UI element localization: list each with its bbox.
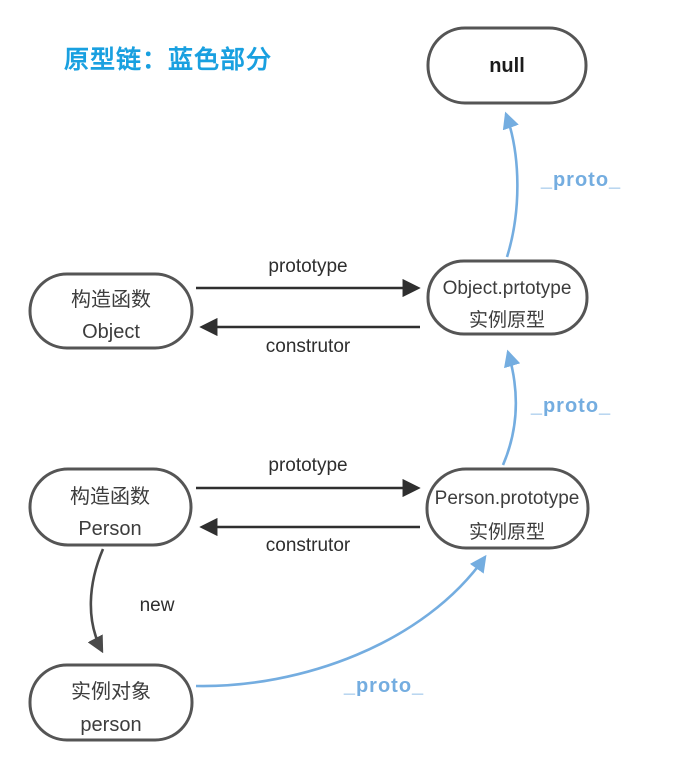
edge-proto-to-person-prototype-arrow [195, 554, 487, 688]
node-null-shape [426, 26, 588, 105]
edge-prototype-object-label: prototype [268, 256, 347, 277]
node-instance-person-line2: person [80, 714, 141, 736]
node-constructor-person-shape [28, 467, 193, 547]
node-person-prototype-line2: 实例原型 [469, 521, 545, 543]
edge-proto-to-object-prototype-arrow [501, 349, 521, 466]
node-constructor-object-shape [28, 272, 194, 350]
node-instance-person: 实例对象 person [28, 663, 194, 742]
node-person-prototype-shape [425, 467, 590, 550]
node-constructor-object-line2: Object [82, 321, 140, 343]
node-object-prototype-line2: 实例原型 [469, 309, 545, 331]
edge-construtor-person-label: construtor [266, 535, 351, 556]
node-null-label: null [489, 55, 525, 77]
node-instance-person-shape [28, 663, 194, 742]
node-person-prototype: Person.prototype 实例原型 [425, 467, 590, 550]
edge-proto-to-object-prototype-label: _proto_ [530, 395, 611, 417]
node-instance-person-line1: 实例对象 [71, 680, 151, 703]
edge-proto-to-null-arrow [502, 111, 519, 258]
node-constructor-person-line2: Person [78, 518, 141, 540]
node-object-prototype-line1: Object.prtotype [443, 278, 572, 299]
node-null: null [426, 26, 588, 105]
node-person-prototype-line1: Person.prototype [435, 488, 580, 509]
edge-new-label: new [140, 595, 175, 616]
edge-proto-to-null-label: _proto_ [540, 169, 621, 191]
edge-prototype-person-label: prototype [268, 455, 347, 476]
edge-proto-to-person-prototype-label: _proto_ [343, 675, 424, 697]
node-constructor-object-line1: 构造函数 [71, 288, 151, 311]
node-object-prototype: Object.prtotype 实例原型 [426, 259, 589, 336]
diagram-title: 原型链：蓝色部分 [64, 45, 272, 74]
edge-construtor-object-label: construtor [266, 336, 351, 357]
node-constructor-person-line1: 构造函数 [70, 485, 150, 508]
node-constructor-object: 构造函数 Object [28, 272, 194, 350]
node-constructor-person: 构造函数 Person [28, 467, 193, 547]
edge-new-arrow [87, 548, 105, 654]
node-object-prototype-shape [426, 259, 589, 336]
